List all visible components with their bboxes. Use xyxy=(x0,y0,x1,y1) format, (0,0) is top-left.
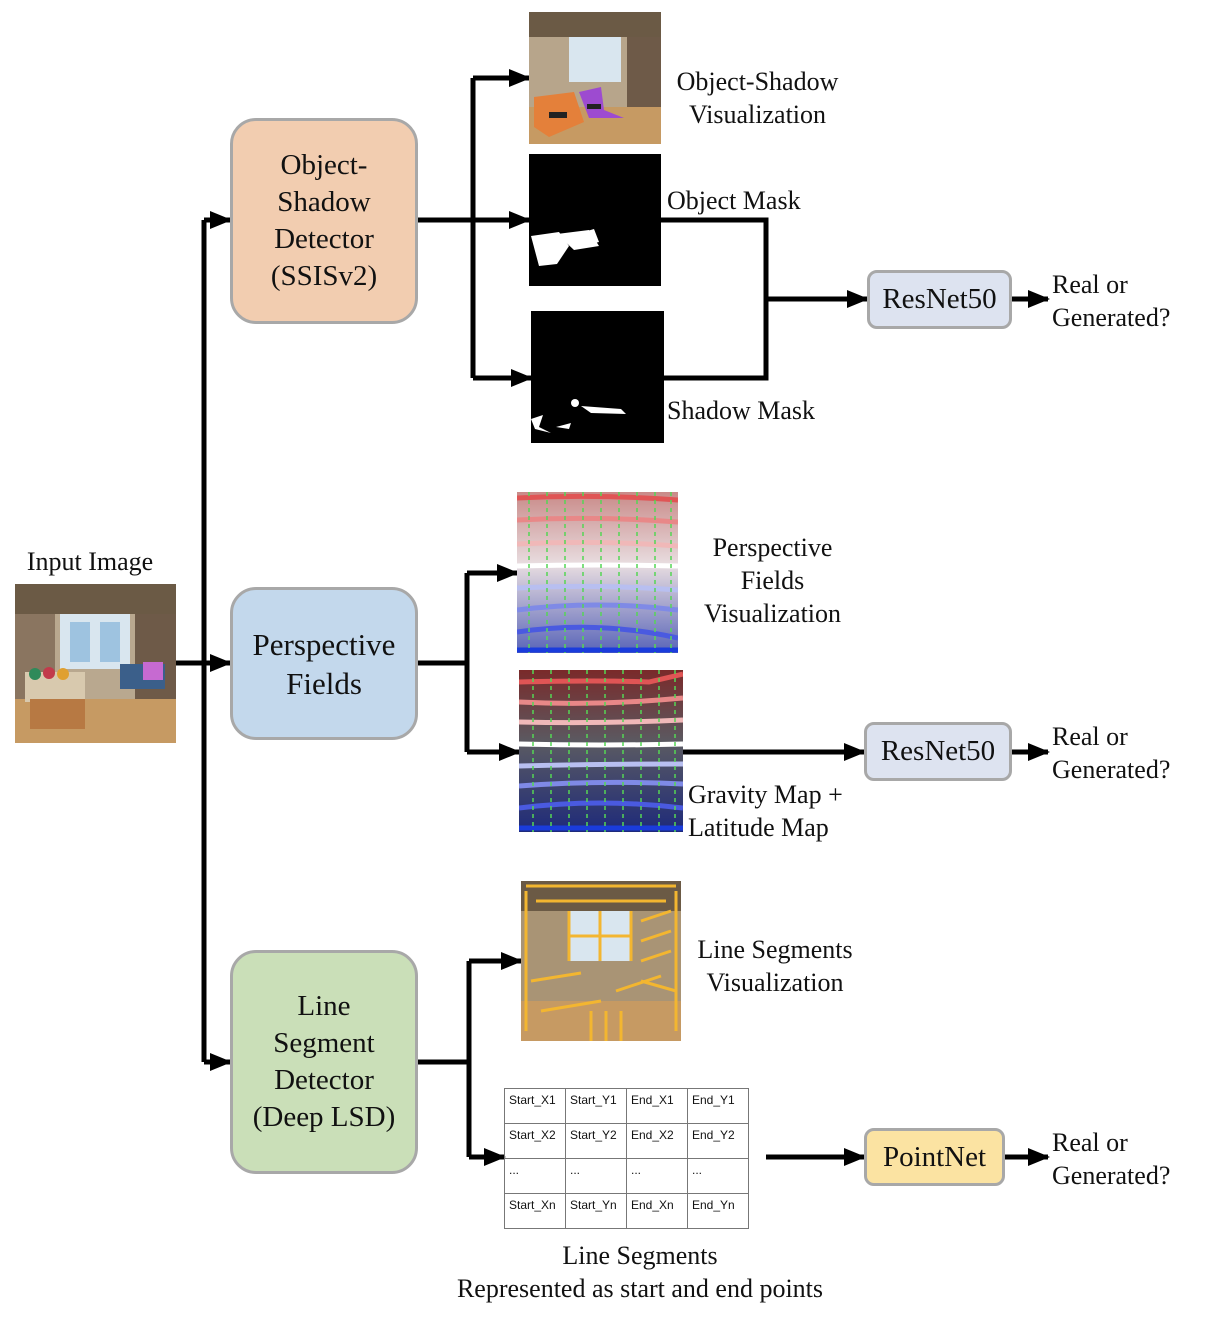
line-segments-visualization-label: Line Segments Visualization xyxy=(697,935,853,997)
input-image xyxy=(15,584,176,743)
perspective-fields-visualization-image xyxy=(517,492,678,653)
table-cell: End_X1 xyxy=(626,1088,688,1124)
object-mask-label: Object Mask xyxy=(667,186,801,215)
shadow-mask-image xyxy=(531,311,664,443)
table-cell: Start_Yn xyxy=(565,1193,627,1229)
table-cell: ... xyxy=(687,1158,749,1194)
object-mask-image xyxy=(529,154,661,286)
table-cell: ... xyxy=(504,1158,566,1194)
resnet50-box-2: ResNet50 xyxy=(864,722,1012,781)
table-row: ... ... ... ... xyxy=(504,1158,749,1194)
line-segments-visualization-image xyxy=(521,881,681,1041)
object-shadow-visualization-image xyxy=(529,12,661,144)
table-cell: End_Y1 xyxy=(687,1088,749,1124)
gravity-latitude-map-image xyxy=(519,670,683,832)
line-segments-table: Start_X1 Start_Y1 End_X1 End_Y1 Start_X2… xyxy=(504,1088,749,1229)
output-label-1: Real or Generated? xyxy=(1052,270,1171,332)
table-row: Start_X1 Start_Y1 End_X1 End_Y1 xyxy=(504,1088,749,1124)
table-cell: Start_X1 xyxy=(504,1088,566,1124)
table-row: Start_X2 Start_Y2 End_X2 End_Y2 xyxy=(504,1123,749,1159)
line-segment-detector-box: Line Segment Detector (Deep LSD) xyxy=(230,950,418,1174)
resnet50-box-1: ResNet50 xyxy=(867,270,1012,329)
input-image-label: Input Image xyxy=(26,547,154,576)
object-shadow-detector-box: Object- Shadow Detector (SSISv2) xyxy=(230,118,418,324)
output-label-2: Real or Generated? xyxy=(1052,722,1171,784)
line-segments-table-caption: Line Segments Represented as start and e… xyxy=(456,1241,824,1303)
table-cell: ... xyxy=(565,1158,627,1194)
output-label-3: Real or Generated? xyxy=(1052,1128,1171,1190)
shadow-mask-label: Shadow Mask xyxy=(667,396,816,425)
table-cell: Start_Xn xyxy=(504,1193,566,1229)
table-cell: End_X2 xyxy=(626,1123,688,1159)
perspective-fields-visualization-label: Perspective Fields Visualization xyxy=(703,533,842,628)
perspective-fields-box: Perspective Fields xyxy=(230,587,418,740)
table-cell: Start_X2 xyxy=(504,1123,566,1159)
table-row: Start_Xn Start_Yn End_Xn End_Yn xyxy=(504,1193,749,1229)
object-shadow-visualization-label: Object-Shadow Visualization xyxy=(676,67,839,129)
table-cell: Start_Y2 xyxy=(565,1123,627,1159)
table-cell: Start_Y1 xyxy=(565,1088,627,1124)
gravity-latitude-map-label: Gravity Map + Latitude Map xyxy=(688,780,843,842)
table-cell: ... xyxy=(626,1158,688,1194)
pointnet-box: PointNet xyxy=(864,1128,1005,1186)
table-cell: End_Yn xyxy=(687,1193,749,1229)
table-cell: End_Y2 xyxy=(687,1123,749,1159)
table-cell: End_Xn xyxy=(626,1193,688,1229)
